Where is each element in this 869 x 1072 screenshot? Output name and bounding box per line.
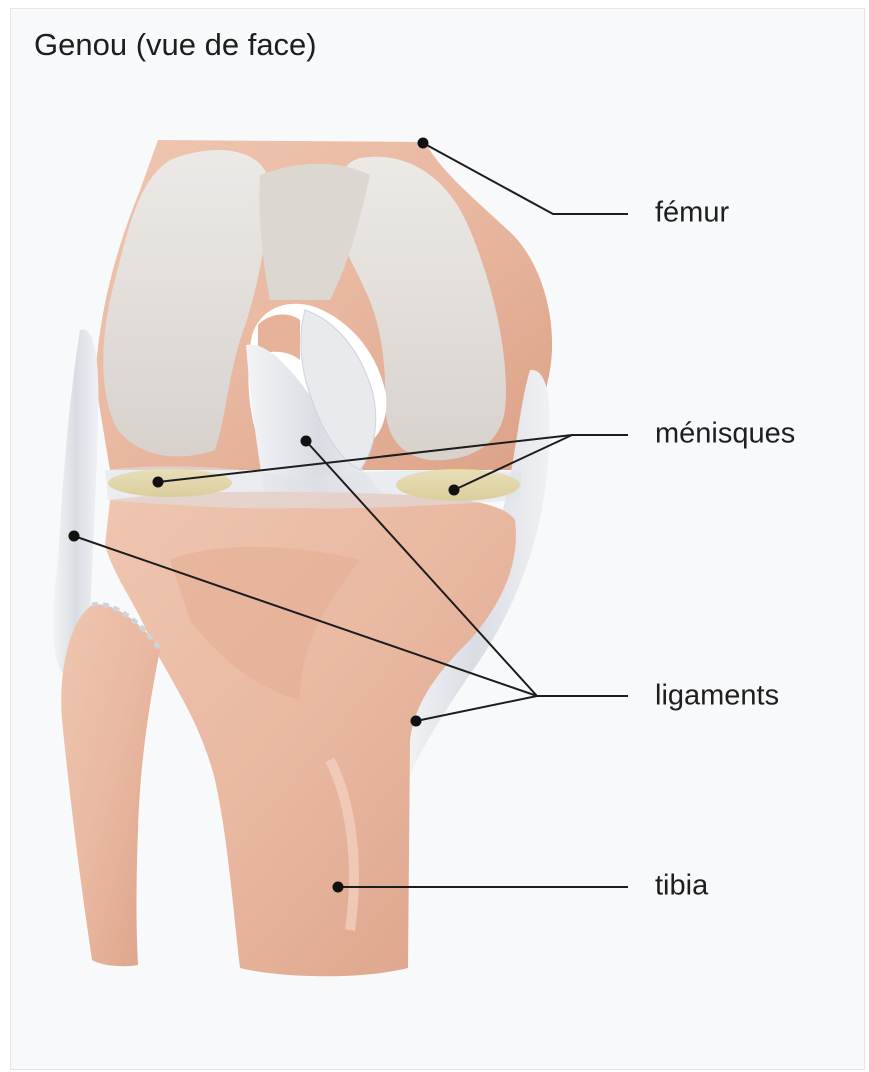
fibula-bone	[61, 604, 160, 966]
label-ligaments: ligaments	[655, 680, 779, 712]
label-menisques: ménisques	[655, 418, 795, 450]
figure-title: Genou (vue de face)	[34, 27, 317, 62]
label-femur: fémur	[655, 197, 729, 229]
label-tibia: tibia	[655, 870, 709, 902]
